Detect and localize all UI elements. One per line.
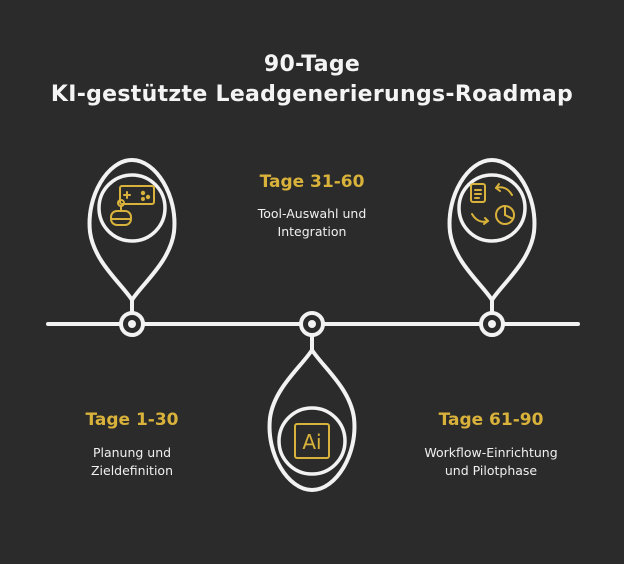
- phase-3-description: Workflow-Einrichtung und Pilotphase: [396, 444, 586, 480]
- phase-3-description-line-1: Workflow-Einrichtung: [424, 445, 558, 460]
- timeline-node-1: [119, 311, 145, 337]
- timeline-node-2: [299, 311, 325, 337]
- workflow-cycle-icon: [470, 183, 515, 225]
- pin-phase-3: [447, 158, 537, 314]
- phase-1-description: Planung und Zieldefinition: [62, 444, 202, 480]
- pin-phase-2: [267, 336, 357, 492]
- phase-1-description-line-1: Planung und: [92, 445, 172, 460]
- robot-gamepad-icon: [110, 185, 155, 226]
- phase-3-title: Tage 61-90: [438, 410, 544, 430]
- phase-2-description-line-2: Integration: [277, 224, 347, 239]
- phase-2-title: Tage 31-60: [259, 172, 365, 192]
- phase-1-description-line-2: Zieldefinition: [90, 463, 174, 478]
- phase-2-description: Tool-Auswahl und Integration: [222, 205, 402, 241]
- timeline-node-3: [479, 311, 505, 337]
- phase-2-description-line-1: Tool-Auswahl und: [257, 206, 367, 221]
- page-title-line-2: KI-gestützte Leadgenerierungs-Roadmap: [50, 82, 574, 107]
- ai-icon-text: Ai: [302, 430, 321, 454]
- phase-1-title: Tage 1-30: [85, 410, 179, 430]
- ai-icon: Ai: [294, 423, 330, 459]
- phase-3-description-line-2: und Pilotphase: [444, 463, 538, 478]
- pin-phase-1: [87, 158, 177, 314]
- page-title-line-1: 90-Tage: [263, 52, 361, 77]
